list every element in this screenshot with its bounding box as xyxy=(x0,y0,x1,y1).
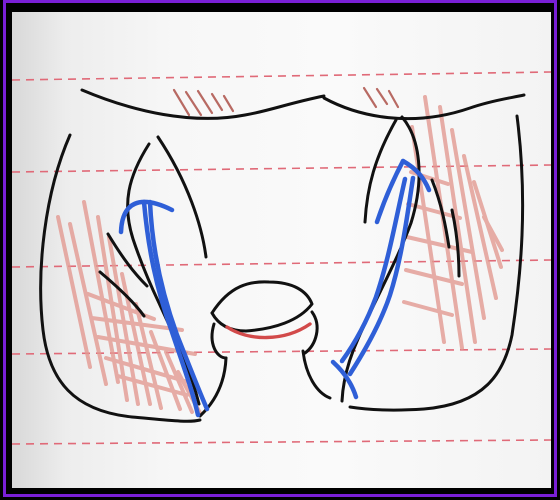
sketch-canvas xyxy=(12,12,551,488)
top-hatching xyxy=(174,88,398,115)
left-red-hatching xyxy=(58,202,200,413)
lined-paper xyxy=(12,12,551,488)
